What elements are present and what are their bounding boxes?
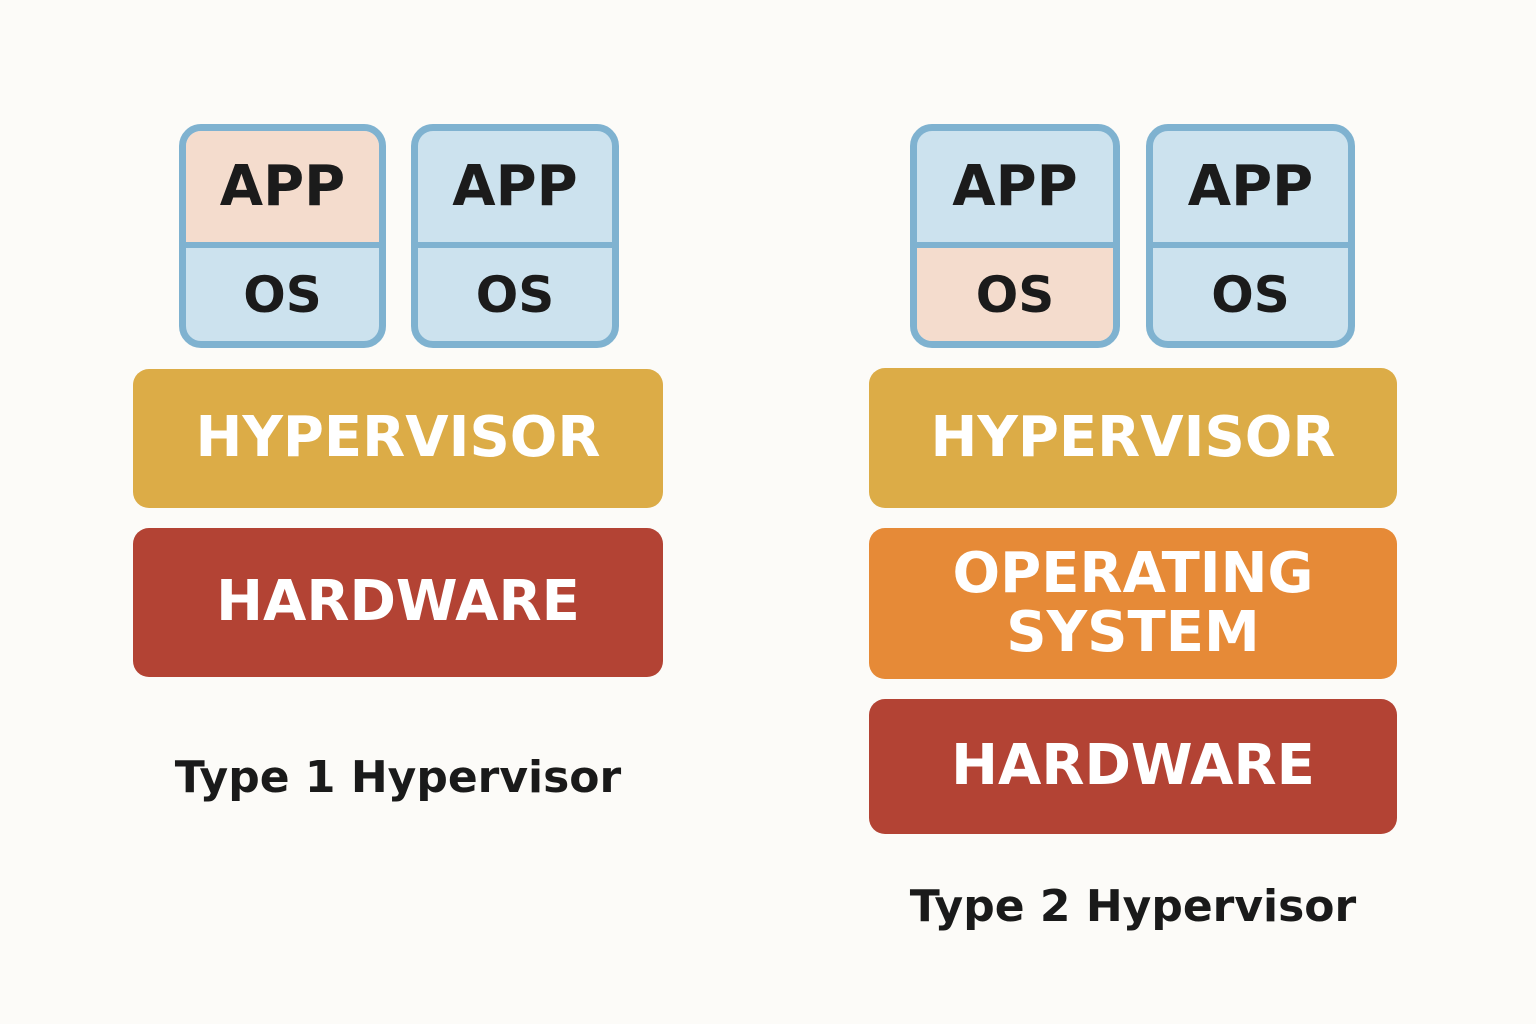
type1-vm-1: APP OS	[179, 124, 386, 348]
type2-vm-2-os: OS	[1211, 265, 1290, 324]
type1-hypervisor-layer: HYPERVISOR	[133, 369, 663, 508]
type2-operating-system-line1: OPERATING	[952, 540, 1314, 606]
type2-vm-2: APP OS	[1146, 124, 1355, 348]
type1-vm-1-os: OS	[243, 265, 322, 324]
type2-vm-2-app: APP	[1153, 131, 1348, 248]
type1-hardware-layer: HARDWARE	[133, 528, 663, 677]
type2-caption: Type 2 Hypervisor	[909, 881, 1357, 932]
type1-vm-2: APP OS	[411, 124, 619, 348]
type2-vm-1-os: OS	[917, 248, 1113, 341]
type2-hypervisor-layer: HYPERVISOR	[869, 368, 1397, 508]
type1-caption: Type 1 Hypervisor	[174, 752, 622, 803]
type1-vm-1-app: APP	[186, 131, 379, 248]
type2-operating-system-line2: SYSTEM	[1006, 599, 1260, 665]
type2-vm-1: APP OS	[910, 124, 1120, 348]
type2-hardware-layer: HARDWARE	[869, 699, 1397, 834]
type2-operating-system-layer: OPERATING SYSTEM	[869, 528, 1397, 679]
type1-vm-2-os: OS	[475, 265, 555, 324]
type1-vm-2-app: APP	[418, 131, 612, 248]
type2-vm-1-app: APP	[917, 131, 1113, 248]
